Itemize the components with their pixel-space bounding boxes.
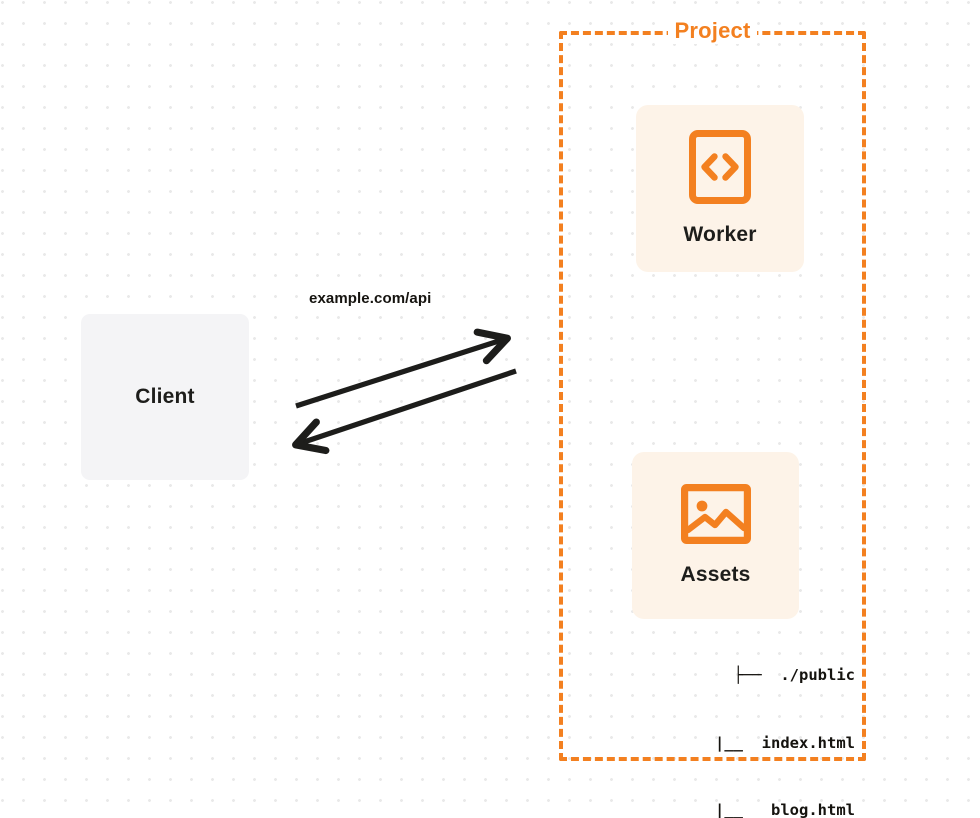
client-label: Client bbox=[135, 385, 195, 408]
arrow-response bbox=[292, 368, 517, 455]
project-title: Project bbox=[667, 18, 758, 44]
connection-label: example.com/api bbox=[309, 290, 432, 307]
code-brackets-icon bbox=[689, 130, 751, 209]
worker-node[interactable]: Worker bbox=[636, 105, 804, 272]
file-tree-line: ├── ./public bbox=[733, 666, 855, 684]
image-photo-icon bbox=[680, 483, 751, 549]
project-container: Project Worker Assets bbox=[559, 18, 866, 818]
arrow-request bbox=[295, 328, 511, 409]
client-node[interactable]: Client bbox=[81, 314, 249, 480]
file-tree-line: |__ blog.html bbox=[687, 801, 855, 818]
file-tree-line: |__ index.html bbox=[687, 733, 855, 752]
assets-label: Assets bbox=[680, 563, 751, 586]
worker-label: Worker bbox=[683, 223, 757, 246]
assets-node[interactable]: Assets bbox=[632, 452, 799, 619]
assets-file-tree: ├── ./public |__ index.html |__ blog.htm… bbox=[605, 619, 855, 818]
